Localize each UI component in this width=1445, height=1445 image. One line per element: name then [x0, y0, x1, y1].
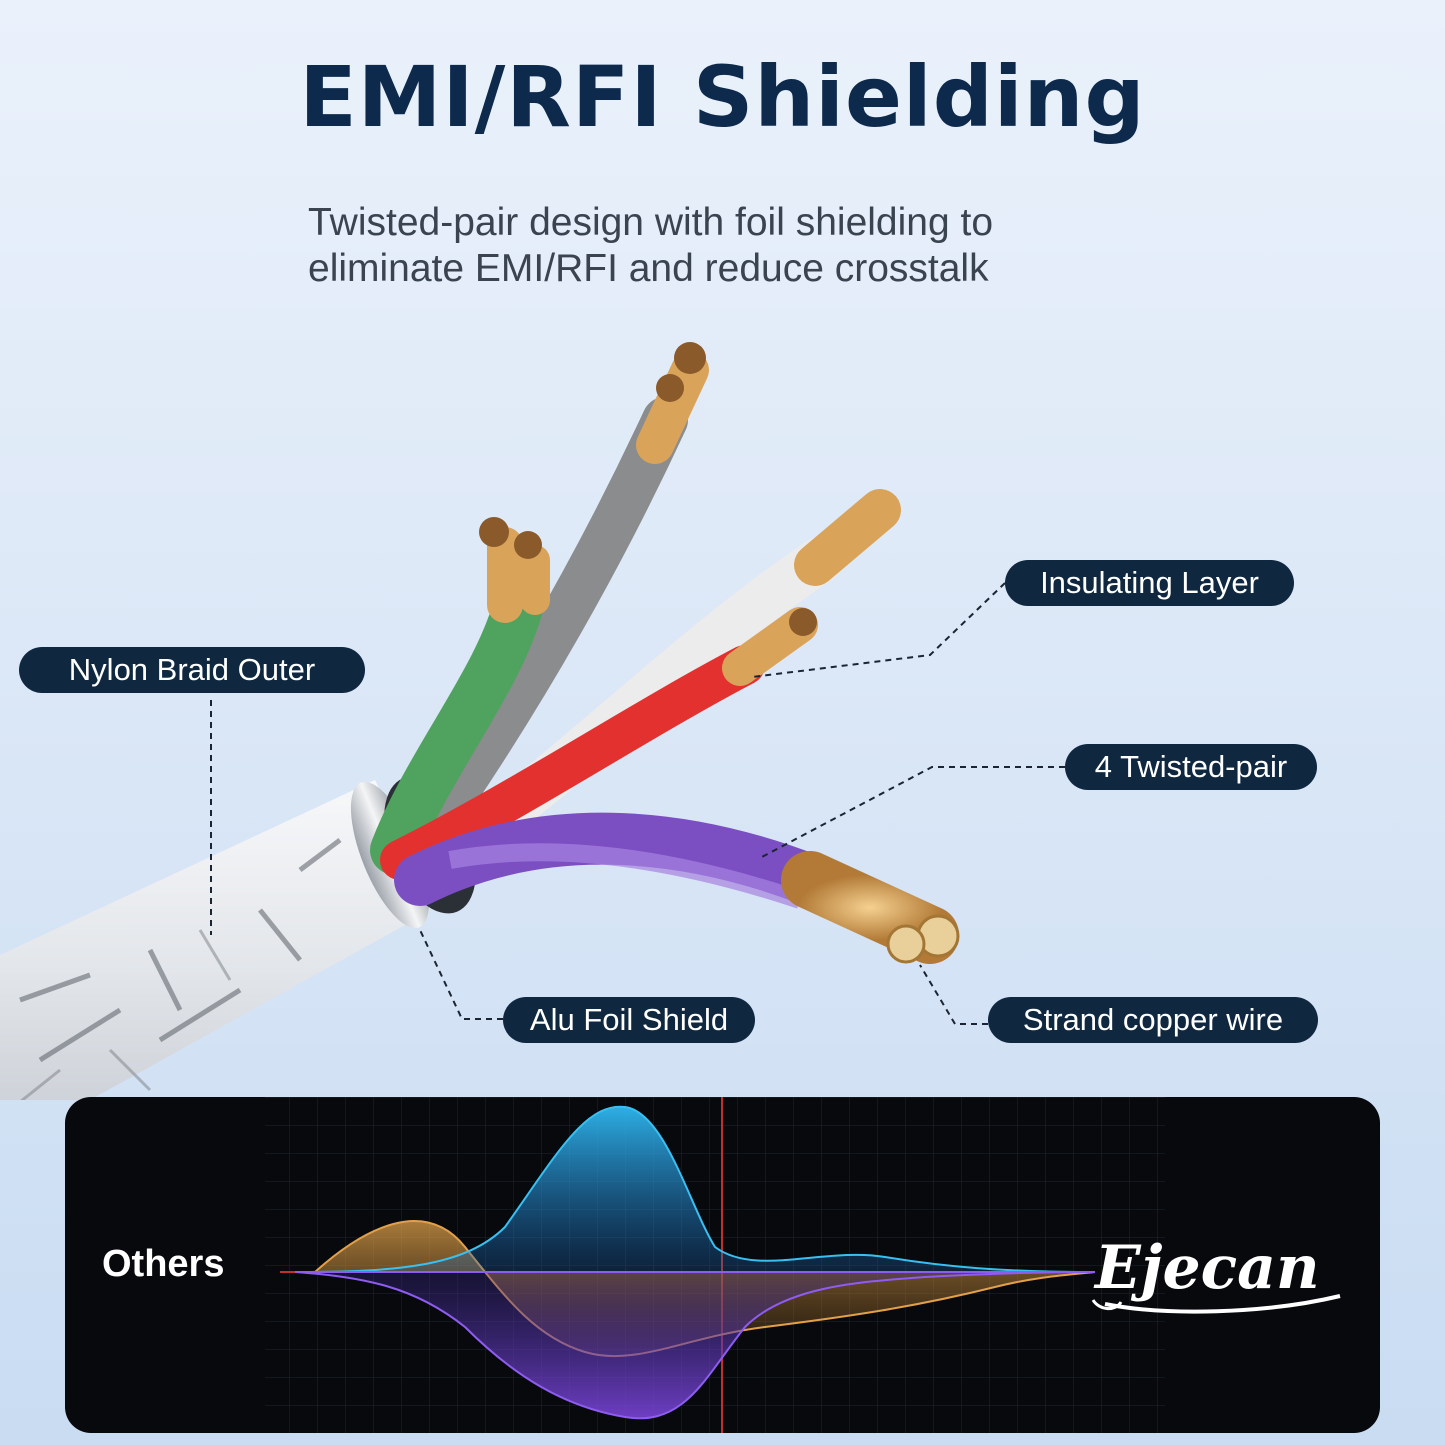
label-nylon-braid-outer: Nylon Braid Outer	[19, 647, 365, 693]
grey-wire	[407, 397, 688, 853]
signal-waveform-graphic	[265, 1097, 1165, 1433]
others-label: Others	[102, 1243, 225, 1285]
label-twisted-pair: 4 Twisted-pair	[1065, 744, 1317, 790]
label-insulating-layer: Insulating Layer	[1005, 560, 1294, 606]
red-wire	[380, 645, 765, 880]
nylon-braid-jacket	[0, 780, 409, 1100]
cyan-wave	[294, 1105, 1096, 1273]
svg-text:Ejecan: Ejecan	[1093, 1233, 1320, 1303]
page-subtitle: Twisted-pair design with foil shielding …	[308, 200, 1208, 292]
purple-wave	[294, 1271, 1096, 1420]
subtitle-line-1: Twisted-pair design with foil shielding …	[308, 201, 994, 244]
callout-leader-lines	[210, 582, 1065, 1025]
label-alu-foil-shield: Alu Foil Shield	[503, 997, 755, 1043]
signal-comparison-panel	[65, 1097, 1380, 1433]
green-wire	[370, 575, 545, 875]
cable-illustration	[0, 342, 1065, 1100]
elecan-logo: Ejecan	[1091, 1233, 1341, 1314]
subtitle-line-2: eliminate EMI/RFI and reduce crosstalk	[308, 247, 989, 290]
page-title: EMI/RFI Shielding	[299, 48, 1146, 146]
label-strand-copper-wire: Strand copper wire	[988, 997, 1318, 1043]
